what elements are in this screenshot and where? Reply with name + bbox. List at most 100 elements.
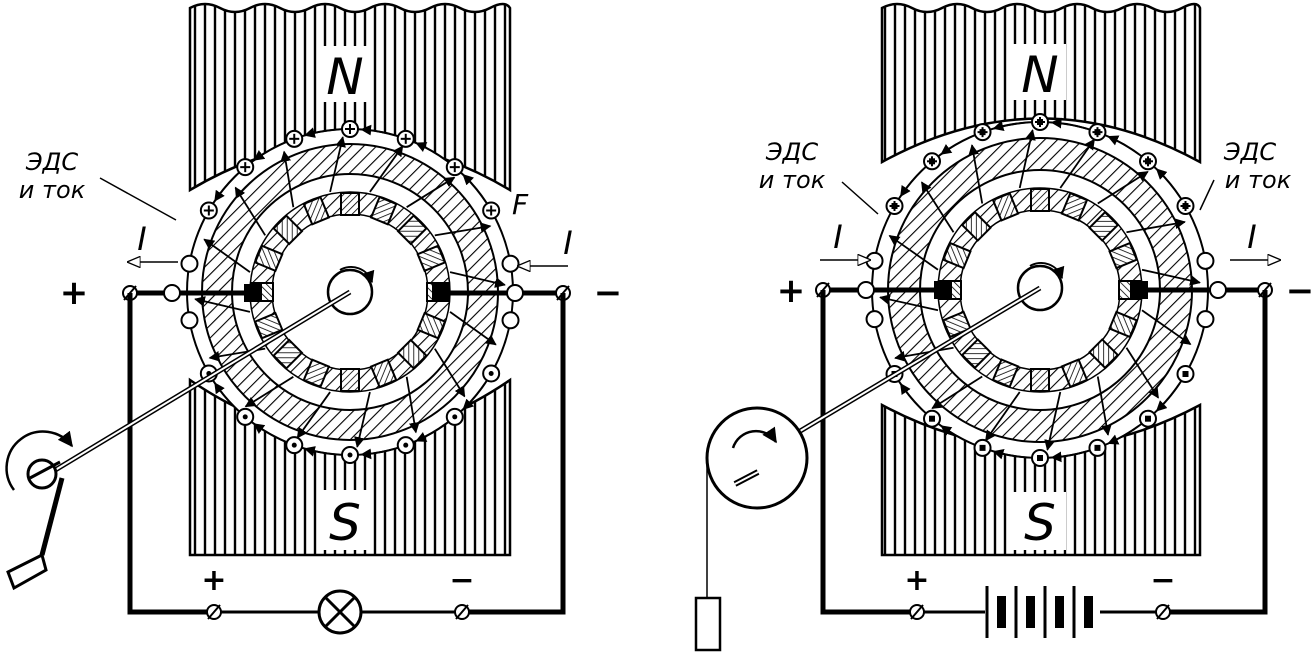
brush-left (934, 281, 952, 299)
winding-lead (1141, 268, 1201, 286)
winding-lead (280, 150, 295, 208)
current-label-right: I (1247, 218, 1256, 256)
commutator-segment (991, 191, 1020, 222)
current-flow-arrow (1155, 383, 1181, 412)
winding-lead (984, 391, 1021, 442)
load-plus-label: + (201, 563, 226, 598)
commutator-segment (253, 244, 284, 273)
conductor (865, 251, 884, 270)
commutator-segment (340, 368, 360, 392)
external-circuit (820, 290, 917, 615)
winding-lead (1018, 129, 1036, 189)
current-flow-arrow (214, 174, 238, 202)
winding-lead (369, 145, 404, 193)
winding-lead (1059, 138, 1096, 189)
commutator-segment (1060, 191, 1089, 222)
current-flow-arrow (940, 135, 973, 155)
winding-lead (1097, 170, 1149, 205)
winding-lead (434, 348, 466, 398)
commutator-segment (1088, 338, 1120, 370)
battery-icon (985, 586, 1093, 638)
winding-lead (931, 375, 983, 410)
pole-n-label: N (1021, 46, 1058, 104)
weight-icon (694, 596, 722, 652)
current-flow-arrow (1155, 168, 1181, 197)
commutator-segment (1088, 210, 1120, 242)
conductor (501, 311, 520, 330)
battery-minus-label: − (1150, 563, 1175, 598)
current-flow-arrow (415, 142, 447, 161)
force-label: F (512, 188, 529, 221)
winding-lead (1096, 376, 1112, 436)
conductor (1196, 310, 1215, 329)
emf-right-line1: ЭДС (1223, 138, 1277, 166)
winding-lead (434, 222, 492, 237)
winding-lead (1125, 347, 1160, 399)
commutator-segment (272, 214, 304, 246)
current-flow-arrow (899, 383, 924, 412)
commutator-segment (396, 338, 428, 370)
commutator-segment (1108, 241, 1139, 270)
commutator-segment (416, 244, 447, 273)
conductor (1196, 251, 1215, 270)
current-flow-arrow (1050, 450, 1087, 463)
commutator-segment (340, 192, 360, 216)
commutator-segment (1108, 310, 1139, 339)
current-flow-arrow (360, 447, 396, 460)
commutator (250, 192, 450, 392)
emf-left-line1: ЭДС (765, 138, 819, 166)
commutator-segment (1030, 188, 1050, 212)
commutator-segment (272, 338, 304, 370)
commutator-segment (960, 210, 992, 242)
pole-s-label: S (1024, 494, 1056, 552)
current-label-left: I (137, 220, 146, 258)
emf-label-line2: и ток (19, 176, 86, 204)
external-circuit (127, 293, 214, 615)
commutator-segment (1030, 368, 1050, 392)
winding-lead (329, 136, 346, 193)
winding-lead (203, 238, 251, 273)
winding-lead (405, 376, 420, 434)
conductor (865, 310, 884, 329)
terminal-plus-label: + (60, 273, 89, 313)
commutator-segment (991, 358, 1020, 389)
winding-lead (968, 144, 984, 204)
commutator-segment (1060, 358, 1089, 389)
winding-lead (406, 176, 456, 208)
brush-right (432, 284, 450, 302)
winding-lead (354, 391, 371, 448)
conductor (501, 254, 520, 273)
conductor (180, 311, 199, 330)
pole-n-label: N (326, 48, 363, 106)
commutator-segment (369, 358, 398, 389)
commutator-segment (302, 358, 331, 389)
commutator-segment (369, 195, 398, 226)
winding-lead (234, 186, 266, 236)
current-flow-arrow (253, 423, 285, 442)
motor-panel: N S + − (694, 2, 1315, 652)
winding-lead (1141, 309, 1192, 346)
current-flow-arrow (462, 382, 486, 411)
terminal-minus-label: − (594, 273, 623, 313)
winding-lead (1126, 218, 1186, 234)
current-label-left: I (833, 218, 842, 256)
winding-lead (449, 311, 497, 346)
current-flow-arrow (304, 127, 339, 138)
winding-lead (194, 296, 251, 313)
current-flow-arrow (992, 448, 1029, 460)
crank-handle-icon (5, 430, 73, 591)
commutator-segment (253, 311, 284, 340)
current-flow-arrow (899, 168, 924, 197)
current-flow-arrow (253, 142, 285, 161)
current-flow-arrow (940, 425, 973, 445)
current-flow-arrow (1107, 135, 1140, 155)
generator-panel: N S + − (5, 2, 623, 635)
winding-lead (920, 181, 955, 233)
terminal-minus-label: − (1286, 271, 1315, 311)
commutator-segment (416, 311, 447, 340)
emf-right-line2: и ток (1225, 166, 1292, 194)
current-flow-arrow (415, 423, 447, 442)
load-minus-label: − (449, 563, 474, 598)
winding-lead (244, 376, 294, 408)
